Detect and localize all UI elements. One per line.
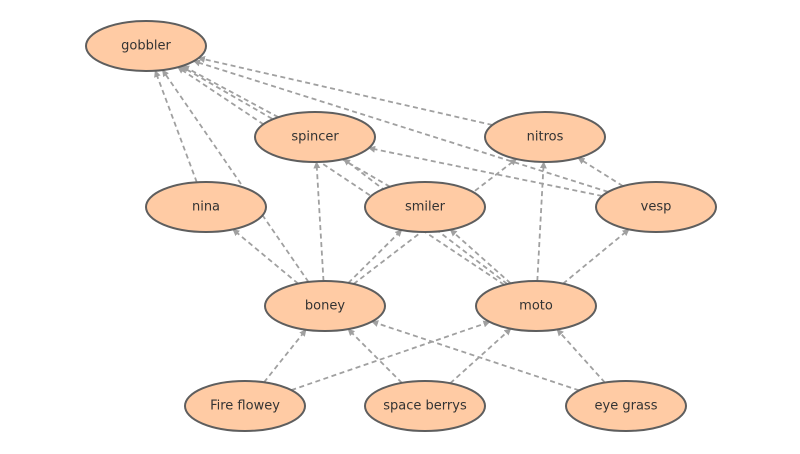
node-nitros[interactable]: nitros xyxy=(484,111,606,163)
node-shape-nina xyxy=(145,181,267,233)
edge-moto-to-gobbler xyxy=(177,66,505,286)
edge-boney-to-gobbler xyxy=(161,69,310,283)
node-shape-moto xyxy=(475,280,597,332)
node-shape-boney xyxy=(264,280,386,332)
edge-spincer-to-gobbler xyxy=(182,65,279,118)
node-shape-eye-grass xyxy=(565,380,687,432)
node-label-space-berrys: space berrys xyxy=(383,399,467,414)
edge-space-berrys-to-boney xyxy=(347,328,403,384)
node-shape-smiler xyxy=(364,181,486,233)
node-shape-nitros xyxy=(484,111,606,163)
node-label-moto: moto xyxy=(519,299,553,314)
node-fire-flowey[interactable]: Fire flowey xyxy=(184,380,306,432)
node-label-spincer: spincer xyxy=(291,130,339,145)
node-label-smiler: smiler xyxy=(405,200,446,215)
edge-vesp-to-nitros xyxy=(577,157,624,187)
edge-nitros-to-gobbler xyxy=(197,55,493,126)
node-label-nitros: nitros xyxy=(527,130,564,145)
edge-boney-to-spincer xyxy=(313,161,325,282)
edge-eye-grass-to-moto xyxy=(556,328,606,384)
nodes-layer: gobbler spincer nitros nina smiler vesp boney m… xyxy=(85,20,717,432)
node-shape-spincer xyxy=(254,111,376,163)
node-shape-gobbler xyxy=(85,20,207,72)
edge-nina-to-gobbler xyxy=(154,70,198,183)
node-smiler[interactable]: smiler xyxy=(364,181,486,233)
edge-moto-to-smiler xyxy=(449,229,512,284)
edge-eye-grass-to-boney xyxy=(371,320,580,392)
edge-vesp-to-gobbler xyxy=(193,59,609,193)
node-label-eye-grass: eye grass xyxy=(595,399,658,414)
node-nina[interactable]: nina xyxy=(145,181,267,233)
node-shape-space-berrys xyxy=(364,380,486,432)
edge-moto-to-nitros xyxy=(536,161,547,282)
node-label-gobbler: gobbler xyxy=(121,39,171,54)
node-boney[interactable]: boney xyxy=(264,280,386,332)
node-label-vesp: vesp xyxy=(641,200,672,215)
edge-fire-flowey-to-boney xyxy=(263,329,307,383)
edge-vesp-to-spincer xyxy=(368,145,603,197)
edges-layer xyxy=(154,55,630,392)
node-eye-grass[interactable]: eye grass xyxy=(565,380,687,432)
node-spincer[interactable]: spincer xyxy=(254,111,376,163)
node-moto[interactable]: moto xyxy=(475,280,597,332)
node-shape-vesp xyxy=(595,181,717,233)
node-vesp[interactable]: vesp xyxy=(595,181,717,233)
node-label-nina: nina xyxy=(192,200,220,215)
node-shape-fire-flowey xyxy=(184,380,306,432)
node-label-boney: boney xyxy=(305,299,345,314)
edge-space-berrys-to-moto xyxy=(449,328,512,384)
edge-boney-to-smiler xyxy=(347,229,403,284)
node-gobbler[interactable]: gobbler xyxy=(85,20,207,72)
edge-boney-to-nina xyxy=(232,228,299,285)
edge-moto-to-vesp xyxy=(562,228,630,285)
node-label-fire-flowey: Fire flowey xyxy=(210,399,280,414)
edge-fire-flowey-to-moto xyxy=(291,320,491,391)
node-space-berrys[interactable]: space berrys xyxy=(364,380,486,432)
